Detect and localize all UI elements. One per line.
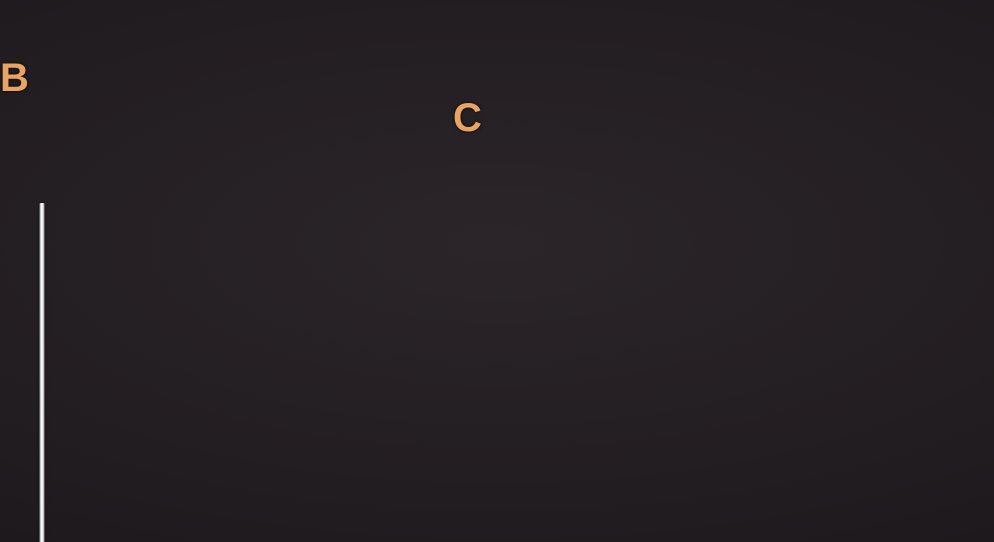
participant-label-b: B — [0, 56, 30, 100]
participant-label-a: A — [0, 18, 539, 58]
participant-label-c: C — [453, 96, 483, 140]
lifeline-a — [39, 203, 45, 542]
